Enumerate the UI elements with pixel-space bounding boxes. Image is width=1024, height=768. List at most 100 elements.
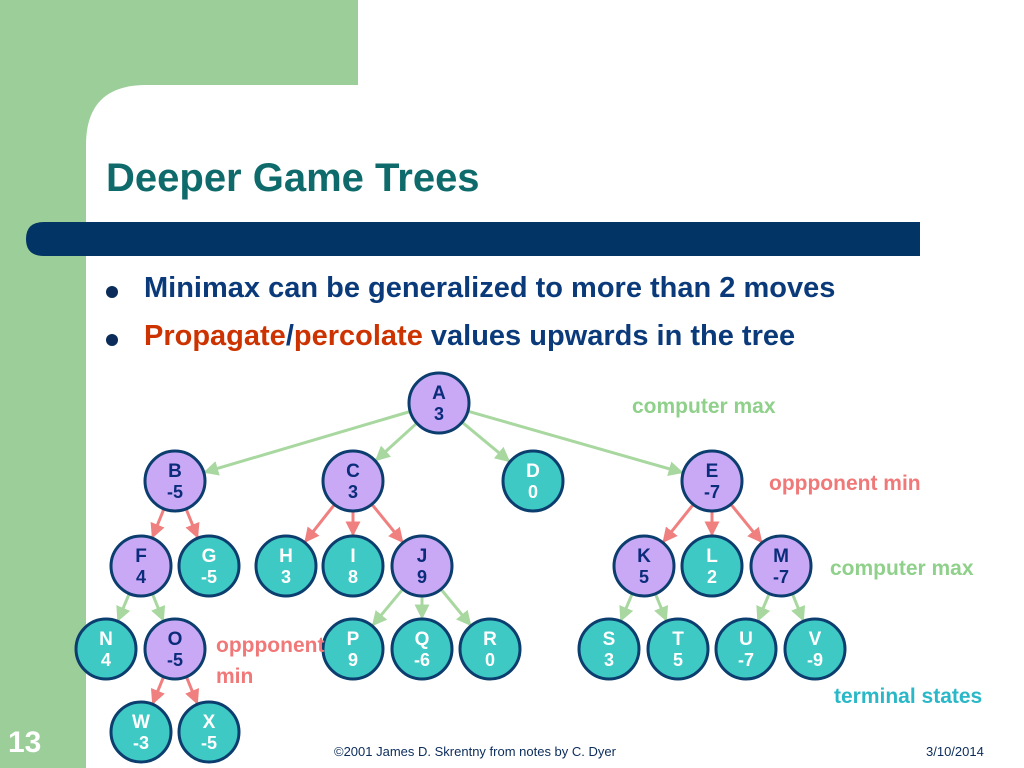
node-value: -6	[414, 650, 430, 670]
node-value: 9	[348, 650, 358, 670]
bullet-part-percolate: percolate	[293, 320, 423, 352]
tree-node-L: L2	[680, 534, 744, 598]
node-circle	[74, 617, 138, 681]
edge-C-J	[370, 503, 404, 544]
edge-E-M	[729, 503, 763, 544]
node-letter: T	[672, 629, 684, 650]
node-letter: B	[168, 461, 182, 482]
tree-node-R: R0	[458, 617, 522, 681]
node-circle	[321, 534, 385, 598]
node-value: -7	[704, 482, 720, 502]
edge-K-S	[619, 593, 634, 622]
level-label: oppponent	[216, 634, 324, 657]
edge-A-E	[467, 409, 684, 476]
node-letter: K	[637, 546, 651, 567]
tree-node-U: U-7	[714, 617, 778, 681]
tree-node-M: M-7	[749, 534, 813, 598]
node-circle	[646, 617, 710, 681]
tree-node-S: S3	[577, 617, 641, 681]
bullet-part-slash: /	[285, 320, 294, 352]
level-label: min	[216, 665, 253, 688]
tree-node-I: I8	[321, 534, 385, 598]
edge-K-T	[654, 593, 669, 622]
node-letter: I	[350, 546, 355, 567]
edge-J-P	[371, 588, 404, 627]
bullet-text: Minimax can be generalized to more than …	[144, 272, 835, 305]
node-circle	[458, 617, 522, 681]
node-circle	[109, 534, 173, 598]
node-value: -3	[133, 733, 149, 753]
node-letter: A	[432, 383, 446, 404]
tree-node-G: G-5	[177, 534, 241, 598]
node-value: 4	[101, 650, 111, 670]
node-letter: N	[99, 629, 113, 650]
node-circle	[612, 534, 676, 598]
edge-M-U	[756, 593, 771, 622]
edge-F-N	[116, 593, 131, 622]
tree-node-E: E-7	[680, 449, 744, 513]
tree-node-X: X-5	[177, 700, 241, 764]
node-value: 9	[417, 567, 427, 587]
node-value: -5	[167, 482, 183, 502]
node-letter: G	[202, 546, 217, 567]
node-value: -7	[773, 567, 789, 587]
slide-number: 13	[8, 726, 42, 759]
edge-B-F	[150, 508, 166, 539]
edge-O-W	[150, 676, 165, 705]
node-value: -5	[167, 650, 183, 670]
node-value: 3	[348, 482, 358, 502]
bullet-dot	[106, 334, 118, 346]
node-circle	[680, 449, 744, 513]
node-value: 3	[434, 404, 444, 424]
node-letter: E	[706, 461, 719, 482]
node-circle	[321, 449, 385, 513]
bullet-part-rest: values upwards in the tree	[422, 320, 796, 352]
node-letter: C	[346, 461, 360, 482]
node-value: 0	[485, 650, 495, 670]
node-value: 2	[707, 567, 717, 587]
edge-O-X	[185, 676, 200, 705]
node-circle	[177, 534, 241, 598]
node-circle	[577, 617, 641, 681]
node-circle	[177, 700, 241, 764]
node-circle	[321, 617, 385, 681]
node-value: -7	[738, 650, 754, 670]
node-letter: O	[168, 629, 183, 650]
edge-E-K	[662, 503, 695, 543]
footer-credit: ©2001 James D. Skrentny from notes by C.…	[334, 744, 616, 759]
edge-B-G	[184, 508, 200, 539]
node-letter: V	[809, 629, 822, 650]
node-value: 0	[528, 482, 538, 502]
node-circle	[783, 617, 847, 681]
node-letter: Q	[415, 629, 430, 650]
node-value: -5	[201, 567, 217, 587]
tree-node-C: C3	[321, 449, 385, 513]
node-letter: L	[706, 546, 718, 567]
node-letter: H	[279, 546, 293, 567]
tree-node-F: F4	[109, 534, 173, 598]
node-value: 8	[348, 567, 358, 587]
node-letter: X	[203, 712, 216, 733]
level-label: terminal states	[834, 685, 982, 708]
bullet-text: Propagate/percolate values upwards in th…	[144, 320, 795, 353]
node-circle	[749, 534, 813, 598]
left-green-strip	[0, 0, 86, 768]
node-value: 5	[673, 650, 683, 670]
node-circle	[390, 534, 454, 598]
node-circle	[501, 449, 565, 513]
tree-node-J: J9	[390, 534, 454, 598]
tree-node-W: W-3	[109, 700, 173, 764]
tree-node-T: T5	[646, 617, 710, 681]
node-letter: W	[132, 712, 150, 733]
edge-A-B	[203, 410, 411, 476]
node-circle	[680, 534, 744, 598]
node-value: -5	[201, 733, 217, 753]
node-circle	[143, 617, 207, 681]
edge-J-R	[439, 588, 472, 627]
edge-A-C	[374, 422, 418, 462]
node-letter: D	[526, 461, 540, 482]
title-accent-bar	[26, 222, 920, 256]
tree-node-O: O-5	[143, 617, 207, 681]
footer-date: 3/10/2014	[926, 744, 984, 759]
level-label: computer max	[632, 395, 776, 418]
